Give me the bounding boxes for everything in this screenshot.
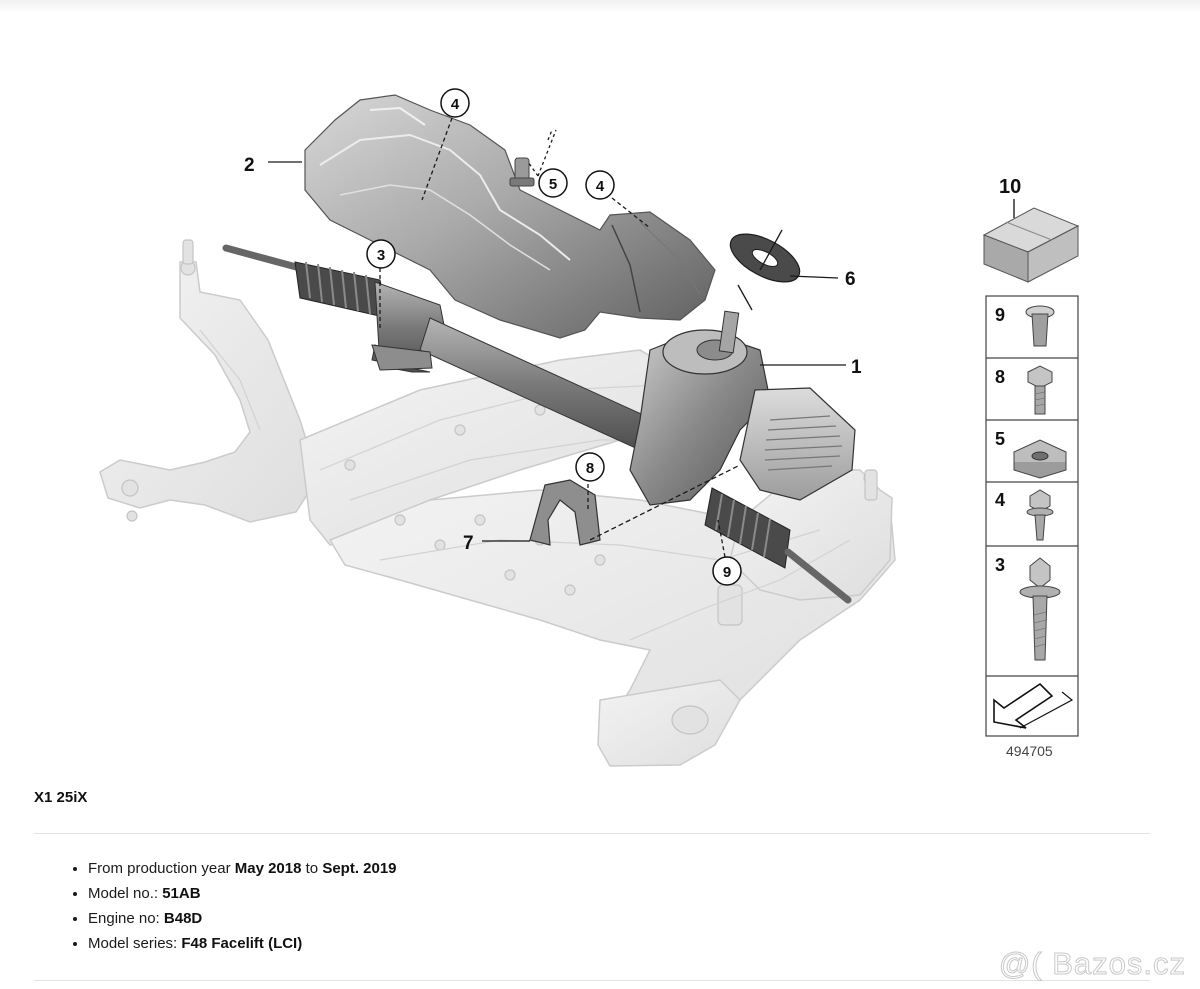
svg-text:5: 5	[995, 429, 1005, 449]
control-unit	[739, 387, 856, 501]
svg-text:10: 10	[999, 176, 1021, 198]
callout-7: 7	[463, 533, 474, 554]
svg-text:3: 3	[377, 247, 385, 264]
callout-6: 6	[845, 269, 856, 290]
svg-text:7: 7	[463, 533, 474, 554]
top-shade	[0, 0, 1200, 14]
callout-9: 9	[712, 556, 742, 586]
spec-model-no: Model no.: 51AB	[88, 881, 397, 906]
spec-list: From production year May 2018 to Sept. 2…	[62, 856, 397, 956]
svg-text:8: 8	[995, 367, 1005, 387]
callout-3: 3	[366, 239, 396, 269]
callout-8: 8	[575, 452, 605, 482]
legend-item-8: 8	[995, 365, 1053, 415]
spec-series: Model series: F48 Facelift (LCI)	[88, 931, 397, 956]
divider-bottom	[34, 980, 1150, 981]
legend-item-4: 4	[995, 489, 1054, 541]
svg-text:4: 4	[995, 490, 1005, 510]
legend-item-10: 10	[982, 176, 1080, 283]
svg-text:9: 9	[723, 564, 731, 581]
callout-4-right: 4	[585, 170, 615, 200]
watermark: @( Bazos.cz	[998, 946, 1186, 982]
svg-text:8: 8	[586, 460, 594, 477]
front-subframe	[99, 261, 896, 767]
svg-text:5: 5	[549, 176, 557, 193]
rack-clamp	[529, 479, 601, 546]
callout-4-top: 4	[440, 88, 470, 118]
right-boot	[704, 487, 791, 569]
legend-item-9: 9	[995, 305, 1055, 347]
model-title: X1 25iX	[34, 789, 88, 806]
leader-lines	[268, 117, 846, 558]
legend-panel: 10 9 8	[982, 176, 1080, 759]
divider-top	[34, 833, 1150, 834]
heat-shield	[304, 94, 716, 339]
steering-rack	[222, 244, 856, 604]
legend-item-3: 3	[995, 555, 1061, 661]
svg-text:1: 1	[851, 357, 862, 378]
svg-text:4: 4	[596, 178, 605, 195]
callout-1: 1	[851, 357, 862, 378]
svg-text:4: 4	[451, 96, 460, 113]
direction-arrow-icon	[993, 682, 1074, 729]
gasket-ring	[729, 233, 801, 283]
svg-text:3: 3	[995, 555, 1005, 575]
svg-text:2: 2	[244, 155, 255, 176]
catalog-number: 494705	[1006, 743, 1053, 759]
left-boot	[294, 261, 389, 319]
svg-text:9: 9	[995, 305, 1005, 325]
parts-diagram: 1 2 3 4 4 5 6 7 8	[99, 88, 1080, 767]
legend-item-5: 5	[995, 429, 1067, 479]
spec-production: From production year May 2018 to Sept. 2…	[88, 856, 397, 881]
callout-5: 5	[538, 168, 568, 198]
svg-text:6: 6	[845, 269, 856, 290]
callout-2: 2	[244, 155, 255, 176]
spec-engine: Engine no: B48D	[88, 906, 397, 931]
subframe-details	[121, 239, 878, 735]
